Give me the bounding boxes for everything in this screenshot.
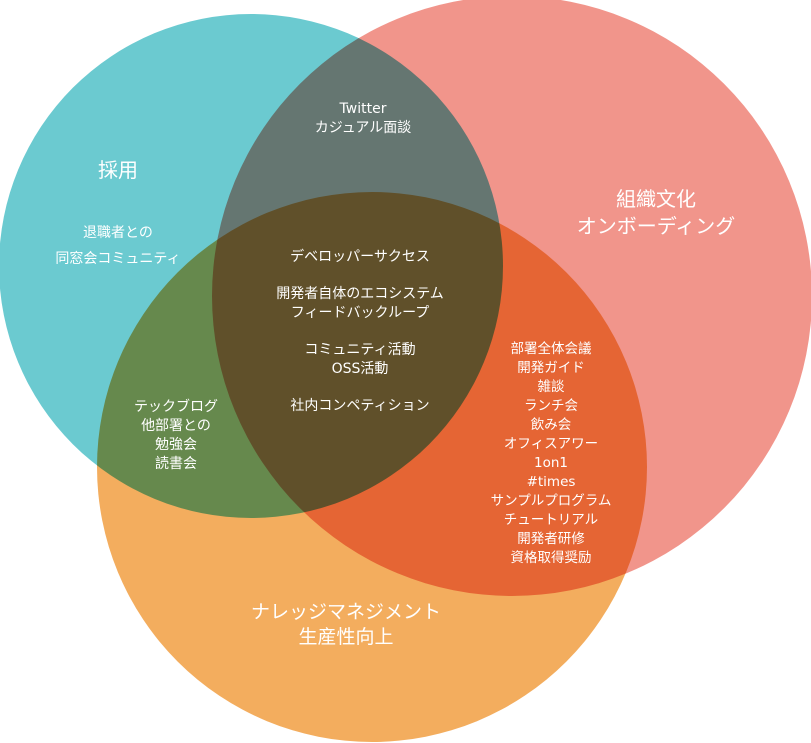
- knowledge-circle: [97, 192, 647, 742]
- knowledge-title: ナレッジマネジメント 生産性向上: [250, 601, 442, 648]
- region-center: デベロッパーサクセス 開発者自体のエコシステム フィードバックループ コミュニテ…: [276, 249, 444, 414]
- region-saiyo-only: 退職者との 同窓会コミュニティ: [55, 225, 181, 267]
- soshiki-title: 組織文化 オンボーディング: [576, 187, 736, 238]
- saiyo-title: 採用: [98, 158, 138, 182]
- region-saiyo-soshiki: Twitter カジュアル面談: [314, 101, 412, 136]
- region-saiyo-knowledge: テックブログ 他部署との 勉強会 読書会: [134, 399, 218, 472]
- region-soshiki-knowledge: 部署全体会議 開発ガイド 雑談 ランチ会 飲み会 オフィスアワー 1on1 #t…: [490, 341, 612, 566]
